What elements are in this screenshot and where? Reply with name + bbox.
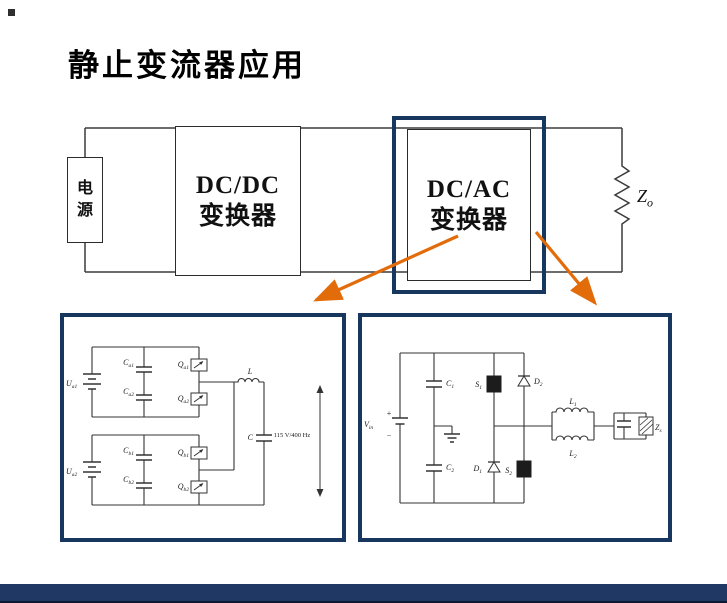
slide-title: 静止变流器应用 — [68, 48, 306, 83]
switch-s1-symbol — [486, 375, 502, 393]
left-circuit-panel: Ua1 Ua2 Ca1 Ca2 Cb1 Cb2 Qa1 Qa2 Qb1 Qb2 … — [60, 313, 346, 542]
switch-qa1-label: Qa1 — [178, 360, 190, 371]
battery-u1-symbol — [83, 373, 101, 390]
cap-c1-label: C1 — [446, 379, 454, 390]
power-source-label: 电源 — [76, 180, 93, 219]
load-resistor-zigzag — [613, 128, 631, 272]
source-u1-label: Ua1 — [66, 379, 78, 390]
dcac-converter-box: DC/AC 变换器 — [407, 129, 531, 281]
load-label: Zo — [637, 186, 654, 210]
switch-qa2-symbol — [190, 392, 208, 406]
diode-d2-label: D2 — [533, 377, 543, 388]
switch-s2-label: S2 — [505, 466, 512, 477]
load-zs-symbol — [638, 416, 654, 436]
ground-symbol — [444, 433, 460, 443]
output-rating-label: 115 V/400 Hz — [274, 432, 311, 439]
inductor-l1-symbol — [552, 407, 594, 413]
switch-qa1-symbol — [190, 358, 208, 372]
cap-c2-label: C2 — [446, 463, 454, 474]
battery-vin-symbol — [392, 417, 408, 425]
cap-cb1-label: Cb1 — [123, 446, 134, 457]
plus-sign: + — [387, 409, 392, 418]
switch-qa2-label: Qa2 — [178, 394, 190, 405]
cap-cb2-label: Cb2 — [123, 475, 134, 486]
multilevel-inverter-schematic: Ua1 Ua2 Ca1 Ca2 Cb1 Cb2 Qa1 Qa2 Qb1 Qb2 … — [66, 346, 324, 506]
filter-inductor-symbol — [234, 377, 264, 383]
block-diagram-wires — [84, 127, 631, 273]
inductor-l1-label: L1 — [568, 397, 576, 408]
battery-u2-symbol — [83, 461, 101, 478]
switch-qb2-label: Qb2 — [178, 482, 190, 493]
load-cap-symbol — [617, 420, 631, 428]
cap-ca2-label: Ca2 — [123, 387, 134, 398]
inductor-l2-label: L2 — [568, 449, 576, 460]
dcac-label-line1: DC/AC — [426, 175, 512, 203]
dcdc-label-line2: 变换器 — [198, 203, 277, 230]
diode-d1-label: D1 — [472, 464, 482, 475]
output-cap-label: C — [248, 433, 254, 442]
diode-d2-symbol — [517, 375, 531, 387]
source-u2-label: Ua2 — [66, 467, 78, 478]
dcdc-label-line1: DC/DC — [195, 171, 281, 199]
cap-ca2-symbol — [136, 394, 152, 401]
switch-s1-label: S1 — [475, 380, 482, 391]
output-voltage-arrow — [316, 385, 324, 497]
cap-cb2-symbol — [136, 482, 152, 489]
power-source-box: 电源 — [67, 157, 103, 243]
cap-ca1-label: Ca1 — [123, 358, 134, 369]
switch-s2-symbol — [516, 460, 532, 478]
left-circuit-wires — [91, 346, 265, 506]
minus-sign: − — [387, 431, 392, 440]
vin-label: Vin — [364, 420, 373, 431]
inductor-label: L — [247, 367, 253, 376]
switch-qb1-label: Qb1 — [178, 448, 190, 459]
cap-ca1-symbol — [136, 366, 152, 373]
corner-mark — [8, 9, 15, 16]
inductor-l2-symbol — [552, 435, 594, 441]
cap-c2-symbol — [426, 464, 442, 472]
halfbridge-inverter-schematic: Vin + − C1 C2 S1 D1 D2 S2 L1 L2 Zs — [364, 352, 662, 504]
load-zs-label: Zs — [655, 423, 662, 434]
right-circuit-wires — [399, 352, 647, 504]
dcac-highlight-frame: DC/AC 变换器 — [392, 116, 546, 294]
dcac-label-line2: 变换器 — [429, 207, 508, 234]
cap-cb1-symbol — [136, 454, 152, 461]
switch-qb2-symbol — [190, 480, 208, 494]
switch-qb1-symbol — [190, 446, 208, 460]
footer-bar — [0, 584, 727, 603]
cap-c1-symbol — [426, 380, 442, 388]
dcdc-converter-box: DC/DC 变换器 — [175, 126, 301, 276]
output-cap-symbol — [256, 434, 272, 442]
diode-d1-symbol — [487, 461, 501, 473]
right-circuit-panel: Vin + − C1 C2 S1 D1 D2 S2 L1 L2 Zs — [358, 313, 672, 542]
